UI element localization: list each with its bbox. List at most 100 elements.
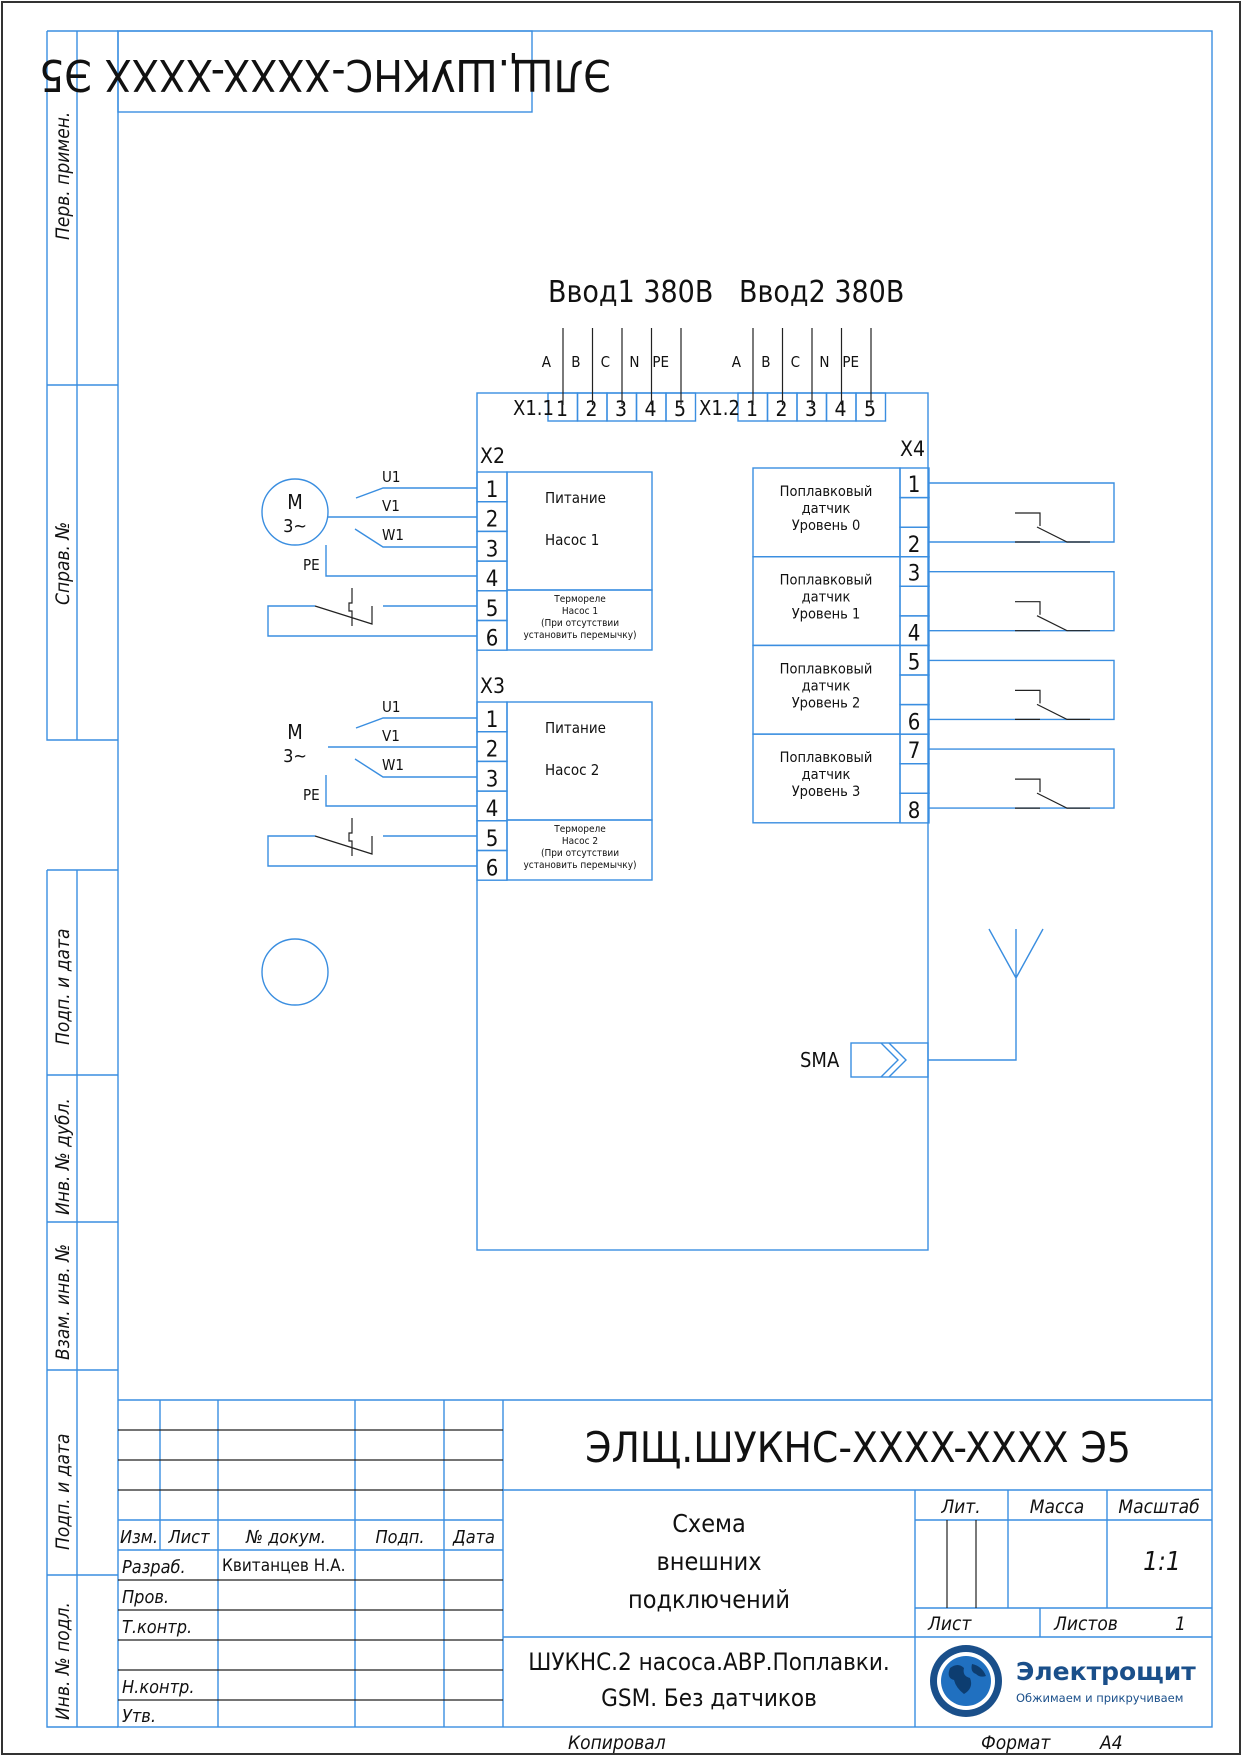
pump-label: Насос 1	[545, 531, 599, 549]
pe-label: PE	[303, 556, 320, 574]
terminal-number: 4	[486, 797, 499, 822]
hdr-doc-number: № докум.	[245, 1527, 326, 1548]
terminal-number: 6	[908, 710, 921, 735]
terminal-number: 3	[486, 767, 499, 792]
hdr-change: Изм.	[120, 1527, 158, 1548]
phase-label: A	[542, 353, 552, 371]
power-inputs: Ввод1 380В Ввод2 380В 1A2B3C4N5PE1A2B3C4…	[513, 275, 904, 422]
terminal-number: 4	[486, 567, 499, 592]
motor-wires	[325, 487, 477, 577]
doc-title-line-1: Схема	[672, 1509, 746, 1538]
thermal-relay-icon	[314, 588, 373, 626]
thermal-text: Термореле	[553, 824, 606, 835]
x11-label: X1.1	[513, 396, 554, 420]
wire-label: U1	[382, 468, 400, 486]
phase-label: PE	[842, 353, 859, 371]
float-switch-icon	[1015, 778, 1090, 809]
terminal-cell	[899, 496, 930, 528]
side-label-replace-inv: Взам. инв. №	[52, 1244, 74, 1360]
role-label: Пров.	[122, 1587, 169, 1608]
thermal-text: Насос 2	[562, 836, 598, 847]
pump-label: Насос 2	[545, 761, 599, 779]
thermal-wires	[267, 605, 477, 637]
thermal-text: Насос 1	[562, 606, 598, 617]
wire-label: V1	[382, 497, 400, 515]
sensor-label: датчик	[802, 678, 851, 694]
x11-terminal-number: 3	[615, 397, 627, 421]
motor-icon	[261, 478, 329, 546]
phase-label: C	[601, 353, 610, 371]
sensor-label: Уровень 3	[792, 784, 861, 800]
sensor-label: датчик	[802, 767, 851, 783]
sensor-label: Поплавковый	[780, 750, 873, 766]
motor-icon	[261, 938, 329, 1006]
phase-label: N	[629, 353, 639, 371]
product-name-line-1: ШУКНС.2 насоса.АВР.Поплавки.	[528, 1648, 889, 1676]
developer-name: Квитанцев Н.А.	[222, 1556, 345, 1576]
role-label: Н.контр.	[122, 1677, 194, 1698]
lit-label: Лит.	[940, 1496, 980, 1518]
antenna-connection: SMA	[800, 928, 1044, 1078]
terminal-number: 5	[486, 827, 499, 852]
x12-label: X1.2	[699, 396, 740, 420]
side-label-first-use: Перв. примен.	[52, 112, 74, 240]
motor-phase: 3~	[283, 746, 307, 767]
product-name-line-2: GSM. Без датчиков	[601, 1684, 817, 1712]
terminal-number: 6	[486, 857, 499, 882]
terminal-number: 2	[486, 508, 499, 533]
wire-label: V1	[382, 727, 400, 745]
phase-label: C	[791, 353, 800, 371]
scale-value: 1:1	[1143, 1547, 1181, 1577]
drawing-frame	[117, 30, 1213, 1728]
terminal-number: 5	[486, 597, 499, 622]
thermal-relay-icon	[314, 818, 373, 856]
x11-terminal-number: 1	[556, 397, 568, 421]
thermal-wires	[267, 835, 477, 867]
power-label: Питание	[545, 719, 606, 737]
x12-terminal-number: 3	[805, 397, 817, 421]
doc-title-line-3: подключений	[628, 1585, 790, 1614]
scale-label: Масштаб	[1118, 1496, 1199, 1518]
x4-label: X4	[900, 437, 925, 461]
wire-label: U1	[382, 698, 400, 716]
role-label: Т.контр.	[122, 1617, 192, 1638]
side-label-sign-date-1: Подп. и дата	[52, 929, 74, 1045]
terminal-number: 3	[908, 562, 921, 587]
hdr-sign: Подп.	[375, 1527, 424, 1548]
connector-label: X3	[480, 674, 505, 698]
sensor-label: Поплавковый	[780, 661, 873, 677]
sensor-label: Поплавковый	[780, 484, 873, 500]
motor-phase: 3~	[283, 516, 307, 537]
sheets-label: Листов	[1053, 1613, 1118, 1635]
terminal-number: 2	[486, 738, 499, 763]
terminal-number: 5	[908, 650, 921, 675]
x11-terminal-number: 4	[644, 397, 656, 421]
phase-label: N	[819, 353, 829, 371]
pe-label: PE	[303, 786, 320, 804]
float-switch-icon	[1015, 512, 1090, 543]
sensor-label: Поплавковый	[780, 573, 873, 589]
motor-type: M	[287, 720, 303, 744]
role-label: Разраб.	[122, 1557, 186, 1578]
x12-terminal-number: 4	[834, 397, 846, 421]
sensor-label: Уровень 2	[792, 695, 861, 711]
sensor-label: Уровень 1	[792, 607, 861, 623]
terminal-number: 6	[486, 627, 499, 652]
terminal-number: 1	[486, 478, 499, 503]
terminal-number: 7	[908, 739, 921, 764]
format-label: Формат	[981, 1732, 1051, 1754]
stamp-code: ЭЛЩ.ШУКНС-XXXX-XXXX Э5	[39, 49, 611, 100]
thermal-text: установить перемычку)	[523, 860, 636, 871]
terminal-number: 3	[486, 537, 499, 562]
power-label: Питание	[545, 489, 606, 507]
logo-slogan: Обжимаем и прикручиваем	[1016, 1691, 1183, 1705]
side-label-sign-date-2: Подп. и дата	[52, 1434, 74, 1550]
